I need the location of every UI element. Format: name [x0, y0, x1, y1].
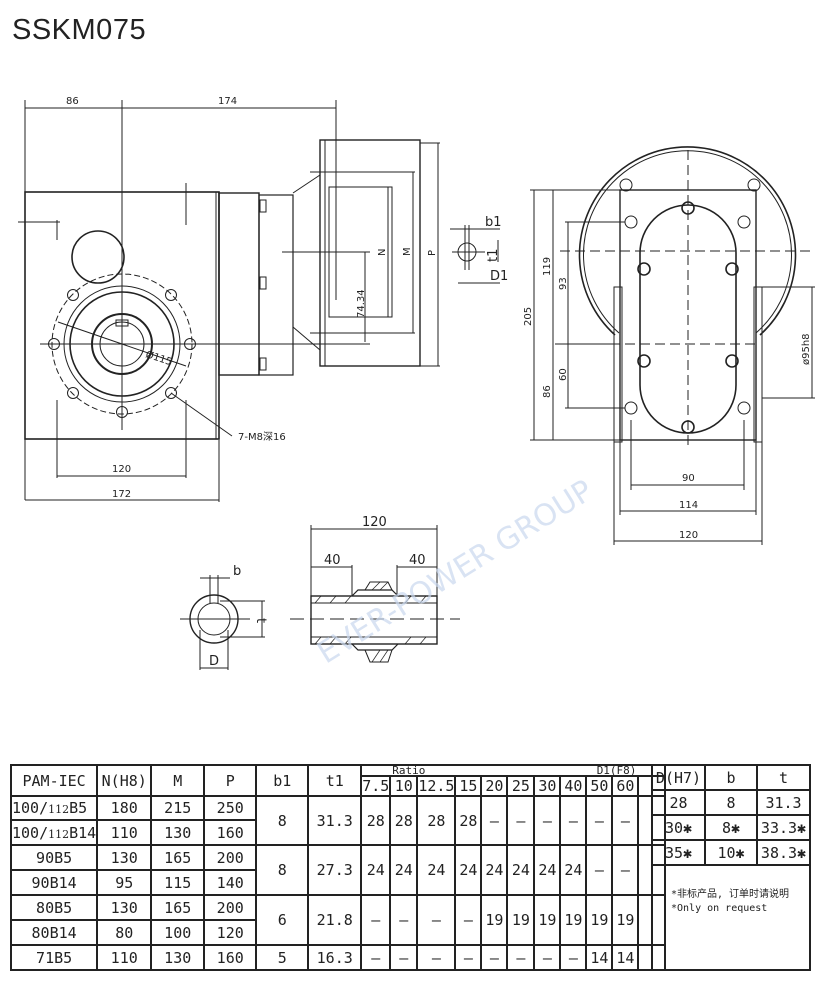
ratio-7.5: 7.5	[360, 775, 392, 797]
dim-shaft-b: b	[233, 564, 241, 579]
dim-w-outer: 120	[679, 530, 698, 541]
ratio-25: 25	[506, 775, 536, 797]
ratio-12.5: 12.5	[416, 775, 457, 797]
dim-shaft-d: D	[209, 654, 219, 669]
dim-shaft-t: t	[253, 618, 268, 623]
dim-p: P	[427, 250, 438, 256]
dim-inner-lower: 60	[558, 368, 569, 381]
dim-total-height: 205	[523, 307, 534, 326]
dim-m: M	[402, 247, 413, 256]
dim-w-inner: 90	[682, 473, 695, 484]
dim-length: 174	[218, 96, 237, 107]
model-title: SSKM075	[12, 14, 147, 46]
key-d1: D1	[490, 269, 508, 284]
header-d: D(H7)	[651, 764, 706, 791]
header-t: t	[756, 764, 811, 791]
header-b1: b1	[255, 764, 310, 797]
t1-value: 31.3	[307, 795, 363, 846]
header-m: M	[150, 764, 206, 797]
ratio-50: 50	[585, 775, 614, 797]
spec-table: PAM-IEC N(H8) M P b1 t1 Ratio D1(F8) 7.5…	[9, 764, 667, 971]
header-b: b	[704, 764, 758, 791]
watermark: EVER-POWER GROUP	[311, 473, 599, 671]
header-t1: t1	[307, 764, 363, 797]
dim-bolt-span: 120	[112, 464, 131, 475]
ratio-40: 40	[559, 775, 588, 797]
table-row: 35✱10✱38.3✱	[651, 839, 811, 866]
dim-shaft-length: 120	[362, 515, 387, 530]
key-b1: b1	[485, 215, 502, 230]
dim-holes: 7-M8深16	[238, 431, 286, 443]
header-pam-iec: PAM-IEC	[9, 764, 99, 797]
header-n: N(H8)	[96, 764, 153, 797]
ratio-30: 30	[533, 775, 562, 797]
ratio-60: 60	[611, 775, 640, 797]
dim-spigot: ø95h8	[801, 333, 812, 365]
dim-left-offset: 86	[66, 96, 79, 107]
header-ratio: Ratio	[392, 764, 426, 777]
dim-w-mid: 114	[679, 500, 698, 511]
ratio-15: 15	[454, 775, 483, 797]
header-p: P	[203, 764, 258, 797]
dim-flange-height: 74.34	[356, 289, 367, 318]
technical-drawing: 86 174 120 172 Ø115 7-M8深16 74.34 N M P …	[18, 96, 815, 671]
footnote-en: *Only on request	[671, 903, 768, 914]
dim-upper: 119	[542, 257, 553, 276]
key-t1: t1	[486, 249, 501, 262]
dim-base-width: 172	[112, 489, 131, 500]
footnote: *非标产品, 订单时请说明 *Only on request	[651, 864, 811, 971]
dim-n: N	[377, 249, 388, 256]
footnote-cn: *非标产品, 订单时请说明	[671, 889, 790, 900]
header-d1: D1(F8)	[596, 764, 637, 777]
dim-shaft-right: 40	[409, 553, 426, 568]
dim-pcd: Ø115	[144, 348, 173, 368]
table-row: 30✱8✱33.3✱	[651, 814, 811, 841]
b1-value: 8	[255, 795, 310, 846]
dim-lower: 86	[542, 385, 553, 398]
ratio-20: 20	[480, 775, 509, 797]
dim-inner-upper: 93	[558, 277, 569, 290]
dim-shaft-left: 40	[324, 553, 341, 568]
ratio-10: 10	[389, 775, 419, 797]
